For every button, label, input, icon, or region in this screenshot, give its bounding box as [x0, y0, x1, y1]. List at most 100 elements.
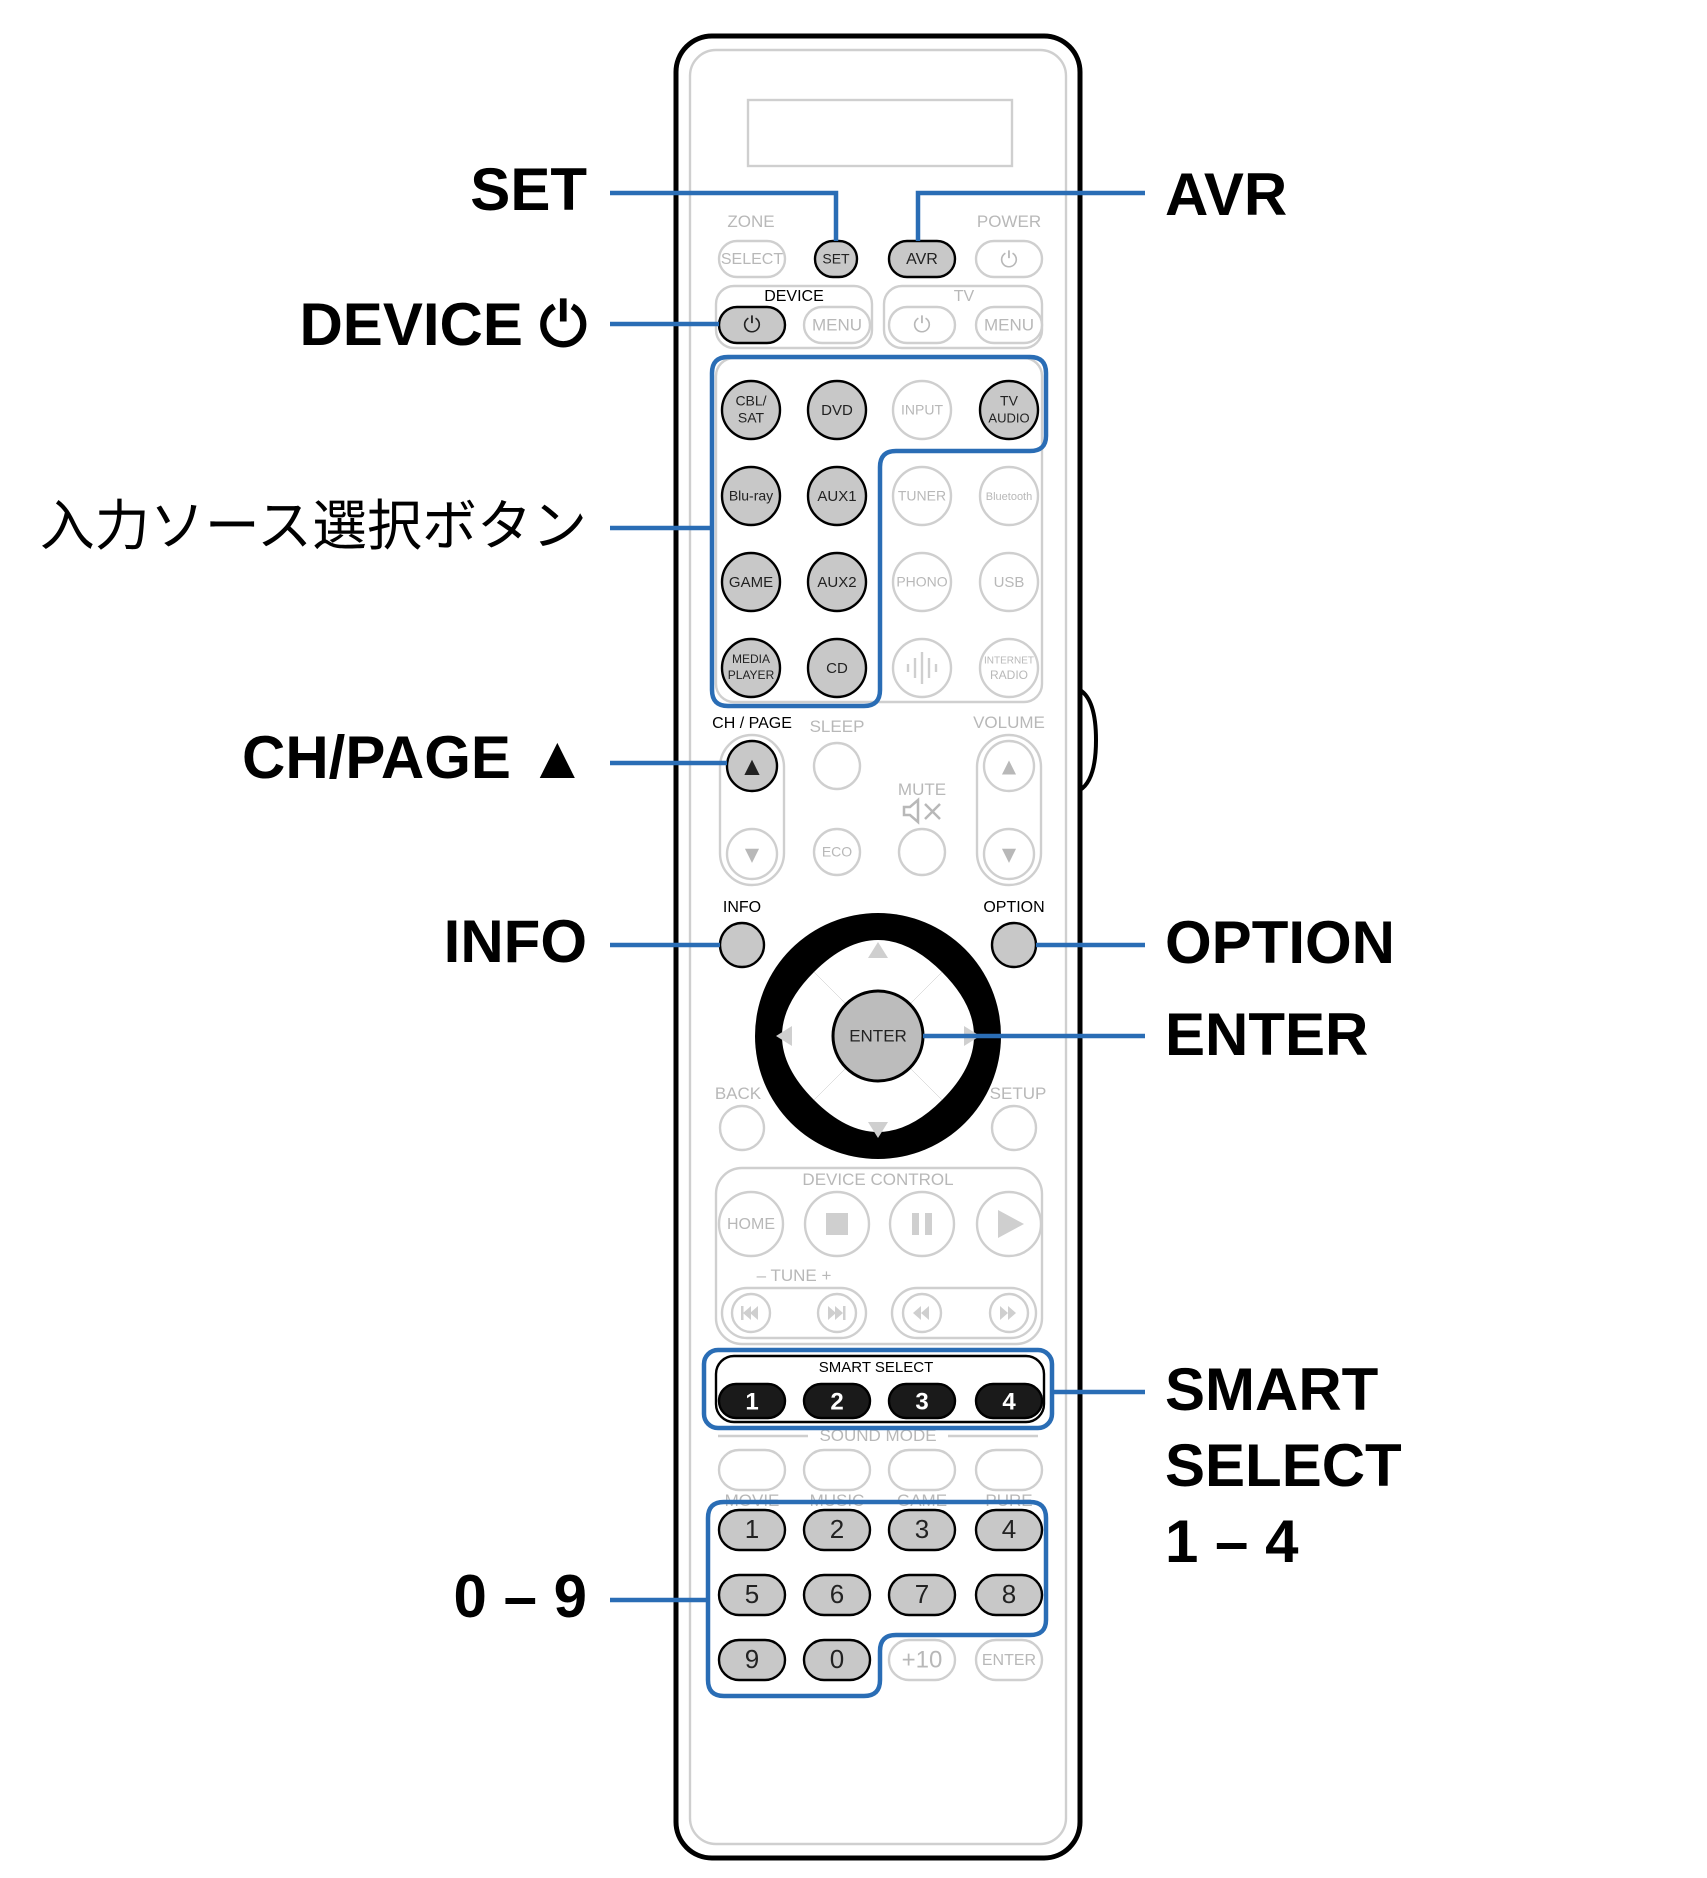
input-source-highlight: [709, 354, 1049, 709]
set-button[interactable]: SET: [813, 239, 859, 279]
avr-callout: AVR: [1165, 161, 1287, 228]
sound-mode-label: SOUND MODE: [819, 1426, 936, 1445]
power-icon: ⏻: [1000, 247, 1017, 272]
blu-ray-button[interactable]: Blu-ray: [720, 465, 782, 527]
d-pad-up-button[interactable]: [814, 940, 942, 1008]
internet-radio-button[interactable]: INTERNET RADIO: [978, 637, 1040, 699]
tv-power-button[interactable]: ⏻: [887, 305, 957, 345]
svg-text:MENU: MENU: [812, 315, 862, 334]
mute-button[interactable]: [897, 827, 947, 877]
svg-text:0: 0: [830, 1644, 844, 1674]
input-source-grid: CBL/ SAT DVD INPUT TV AUDIO Blu-ray AUX1…: [714, 356, 1044, 704]
play-button[interactable]: [975, 1190, 1043, 1258]
device-menu-button[interactable]: MENU: [802, 305, 872, 345]
ch-page-up-button[interactable]: ▲: [725, 739, 779, 793]
ch-page-down-button[interactable]: ▼: [725, 827, 779, 881]
svg-text:AVR: AVR: [906, 251, 938, 268]
input-button[interactable]: INPUT: [891, 379, 953, 441]
triangle-down-icon: ▼: [997, 841, 1021, 868]
svg-text:RADIO: RADIO: [990, 668, 1028, 682]
volume-label: VOLUME: [973, 713, 1045, 732]
svg-text:2: 2: [830, 1514, 844, 1544]
volume-up-button[interactable]: ▲: [982, 739, 1036, 793]
aux1-button[interactable]: AUX1: [806, 465, 868, 527]
svg-text:7: 7: [915, 1579, 929, 1609]
svg-text:ECO: ECO: [822, 844, 852, 860]
avr-button[interactable]: AVR: [887, 239, 957, 279]
plus-10-button[interactable]: +10: [887, 1638, 957, 1682]
smart-select-1-button[interactable]: 1: [717, 1382, 787, 1420]
skip-forward-button[interactable]: [816, 1292, 858, 1334]
enter-button[interactable]: ENTER: [831, 989, 925, 1083]
sleep-button[interactable]: [812, 741, 862, 791]
digit-3-button[interactable]: 3: [887, 1508, 957, 1552]
movie-button[interactable]: [717, 1448, 787, 1492]
d-pad: ENTER: [755, 913, 1001, 1159]
digit-9-button[interactable]: 9: [717, 1638, 787, 1682]
play-icon: [998, 1210, 1024, 1238]
triangle-up-icon: ▲: [997, 753, 1021, 780]
numpad-enter-button[interactable]: ENTER: [974, 1638, 1044, 1682]
tv-menu-button[interactable]: MENU: [974, 305, 1044, 345]
d-pad-left-button[interactable]: [782, 972, 850, 1100]
smart-select-3-button[interactable]: 3: [887, 1382, 957, 1420]
power-button[interactable]: ⏻: [974, 239, 1044, 279]
tv-audio-button[interactable]: TV AUDIO: [978, 379, 1040, 441]
skip-back-button[interactable]: [730, 1292, 772, 1334]
back-button[interactable]: [718, 1104, 766, 1152]
digit-7-button[interactable]: 7: [887, 1573, 957, 1617]
svg-text:CD: CD: [826, 660, 848, 677]
cd-button[interactable]: CD: [806, 637, 868, 699]
phono-button[interactable]: PHONO: [891, 551, 953, 613]
heos-button[interactable]: [891, 637, 953, 699]
music-button[interactable]: [802, 1448, 872, 1492]
game-button[interactable]: GAME: [720, 551, 782, 613]
digit-0-button[interactable]: 0: [802, 1638, 872, 1682]
digit-1-button[interactable]: 1: [717, 1508, 787, 1552]
arrow-up-icon: [868, 942, 888, 958]
svg-text:SAT: SAT: [738, 410, 765, 426]
svg-text:USB: USB: [994, 574, 1025, 591]
dvd-button[interactable]: DVD: [806, 379, 868, 441]
device-power-button[interactable]: ⏻: [717, 305, 787, 345]
stop-button[interactable]: [803, 1190, 871, 1258]
digit-4-button[interactable]: 4: [974, 1508, 1044, 1552]
game-mode-button[interactable]: [887, 1448, 957, 1492]
media-player-button[interactable]: MEDIA PLAYER: [720, 637, 782, 699]
pure-button[interactable]: [974, 1448, 1044, 1492]
digit-8-button[interactable]: 8: [974, 1573, 1044, 1617]
home-button[interactable]: HOME: [717, 1190, 785, 1258]
info-button[interactable]: [718, 921, 766, 969]
arrow-down-icon: [868, 1122, 888, 1138]
bluetooth-button[interactable]: Bluetooth: [978, 465, 1040, 527]
svg-text:8: 8: [1002, 1579, 1016, 1609]
smart-select-2-button[interactable]: 2: [802, 1382, 872, 1420]
smart-select-callout-line1: SMART: [1165, 1356, 1378, 1423]
volume-down-button[interactable]: ▼: [982, 827, 1036, 881]
eco-button[interactable]: ECO: [812, 827, 862, 877]
setup-button[interactable]: [990, 1104, 1038, 1152]
rewind-button[interactable]: [901, 1292, 943, 1334]
svg-text:5: 5: [745, 1579, 759, 1609]
digit-6-button[interactable]: 6: [802, 1573, 872, 1617]
pause-button[interactable]: [888, 1190, 956, 1258]
fast-forward-button[interactable]: [988, 1292, 1030, 1334]
navigation-area: INFO OPTION ENTER BACK SETUP: [715, 899, 1046, 1159]
svg-text:MENU: MENU: [984, 315, 1034, 334]
svg-text:3: 3: [915, 1388, 928, 1415]
usb-button[interactable]: USB: [978, 551, 1040, 613]
tuner-button[interactable]: TUNER: [891, 465, 953, 527]
option-button[interactable]: [990, 921, 1038, 969]
digit-2-button[interactable]: 2: [802, 1508, 872, 1552]
d-pad-down-button[interactable]: [814, 1064, 942, 1132]
smart-select-4-button[interactable]: 4: [974, 1382, 1044, 1420]
device-tv-row: DEVICE TV ⏻ MENU ⏻ MENU: [714, 284, 1044, 350]
pause-icon: [912, 1213, 932, 1235]
zone-select-button[interactable]: SELECT: [717, 239, 787, 279]
cbl-sat-button[interactable]: CBL/ SAT: [720, 379, 782, 441]
skip-forward-icon: [828, 1306, 846, 1320]
digit-5-button[interactable]: 5: [717, 1573, 787, 1617]
aux2-button[interactable]: AUX2: [806, 551, 868, 613]
svg-text:4: 4: [1002, 1388, 1016, 1415]
power-icon: ⏻: [913, 312, 930, 337]
